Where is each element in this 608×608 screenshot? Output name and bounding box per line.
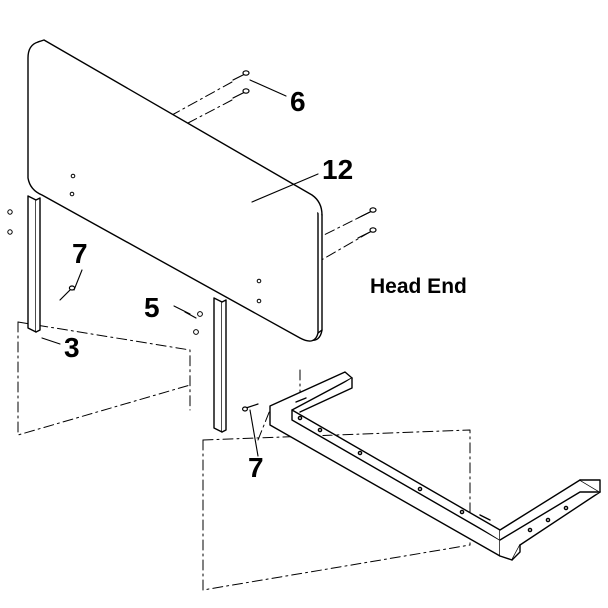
callout-7-screw-bottom: 7 xyxy=(248,452,264,483)
bolts-top xyxy=(232,70,250,99)
bolts-right xyxy=(357,207,377,239)
headboard-panel xyxy=(27,39,323,342)
callout-7-screw-left: 7 xyxy=(72,238,88,269)
diagram-title: Head End xyxy=(370,275,467,298)
callout-6-bolts: 6 xyxy=(290,86,306,117)
head-end-frame-rail xyxy=(269,371,601,561)
left-bracket xyxy=(27,195,41,333)
screw-bottom xyxy=(242,403,259,412)
leader-lines xyxy=(41,79,319,457)
callout-3-bracket: 3 xyxy=(64,332,80,363)
callout-5-bolt: 5 xyxy=(144,292,160,323)
dash-dot-guide-lines xyxy=(17,81,471,591)
screw-left xyxy=(59,285,76,301)
fasteners-left xyxy=(7,173,262,335)
callout-12-panel: 12 xyxy=(322,154,354,185)
right-bracket xyxy=(213,297,227,433)
